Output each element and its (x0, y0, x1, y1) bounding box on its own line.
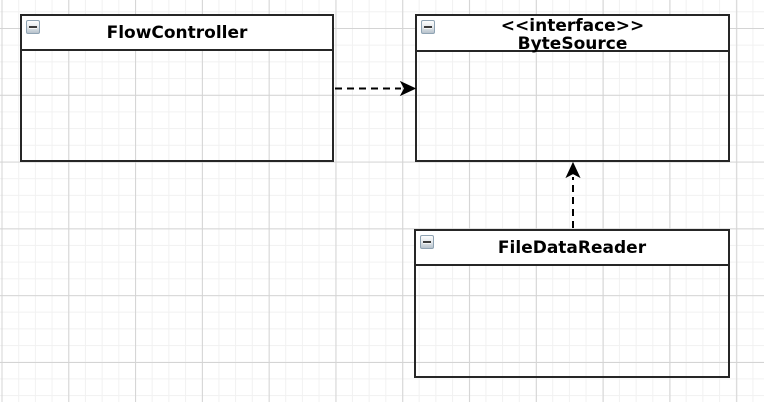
class-header-filedatareader: FileDataReader (416, 231, 728, 266)
collapse-icon[interactable] (420, 235, 434, 249)
uml-class-filedatareader[interactable]: FileDataReader (414, 229, 730, 378)
collapse-icon[interactable] (421, 20, 435, 34)
uml-class-flowcontroller[interactable]: FlowController (20, 14, 334, 162)
collapse-icon[interactable] (26, 20, 40, 34)
minus-glyph (423, 241, 431, 243)
uml-class-bytesource[interactable]: <<interface>> ByteSource (415, 14, 730, 162)
class-title: ByteSource (517, 34, 628, 54)
class-header-flowcontroller: FlowController (22, 16, 332, 51)
class-body-compartment[interactable] (417, 51, 728, 160)
class-title: FlowController (106, 22, 248, 43)
class-header-bytesource: <<interface>> ByteSource (417, 16, 728, 54)
class-title: FileDataReader (497, 237, 647, 258)
dependency-arrow-flowcontroller-to-bytesource[interactable] (335, 80, 417, 97)
minus-glyph (29, 26, 37, 28)
minus-glyph (424, 26, 432, 28)
class-stereotype: <<interface>> (500, 16, 645, 36)
class-body-compartment[interactable] (416, 266, 728, 376)
dependency-arrow-filedatareader-to-bytesource[interactable] (565, 161, 581, 228)
class-body-compartment[interactable] (22, 51, 332, 160)
